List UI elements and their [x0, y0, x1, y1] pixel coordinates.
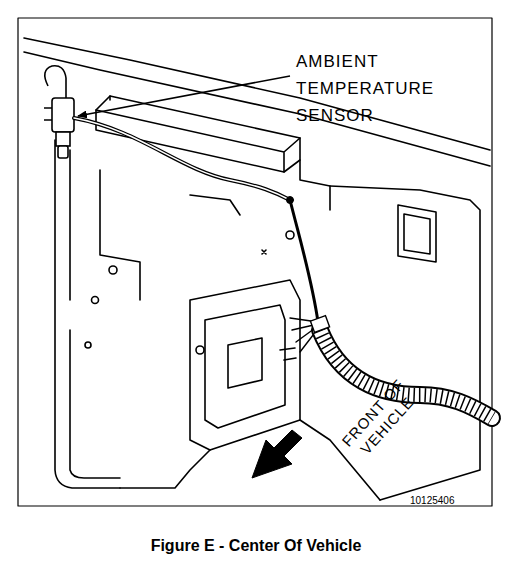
right-face [330, 186, 480, 500]
hole [109, 266, 117, 274]
hole [196, 346, 204, 354]
face-step [300, 160, 330, 210]
sensor-body [52, 98, 74, 132]
leader-line [78, 76, 290, 116]
sensor-tip [56, 132, 70, 146]
opening-inner [205, 305, 285, 428]
ambient-temperature-sensor [44, 66, 74, 158]
wire-harness [74, 118, 492, 418]
hole [286, 231, 294, 239]
face-ridge [190, 195, 240, 215]
direction-arrow [252, 430, 302, 478]
left-wall-inner [70, 150, 120, 478]
slot [398, 205, 436, 262]
opening-cover [228, 338, 262, 388]
part-label: AMBIENT TEMPERATURE SENSOR [296, 48, 456, 129]
opening [190, 280, 300, 450]
hole [85, 342, 91, 348]
left-wall [55, 140, 120, 488]
panel-structure [18, 18, 492, 506]
top-edge [24, 38, 490, 150]
sensor-tip [58, 146, 68, 158]
sensor-wire [74, 118, 290, 200]
sensor-clip [45, 66, 66, 100]
figure-number: 10125406 [410, 495, 488, 507]
sensor-bracket [44, 108, 52, 120]
top-flange [24, 52, 490, 166]
mark [262, 250, 266, 254]
sensor-wire [74, 118, 290, 200]
hole [92, 297, 99, 304]
slot-inner [404, 214, 430, 254]
face-edge [100, 170, 140, 300]
figure-caption: Figure E - Center Of Vehicle [0, 536, 512, 556]
opening-tab [280, 348, 296, 360]
figure-frame [18, 18, 492, 506]
conduit-clamp [310, 316, 329, 333]
bottom-edge [120, 450, 210, 488]
lead-wire [290, 200, 318, 322]
